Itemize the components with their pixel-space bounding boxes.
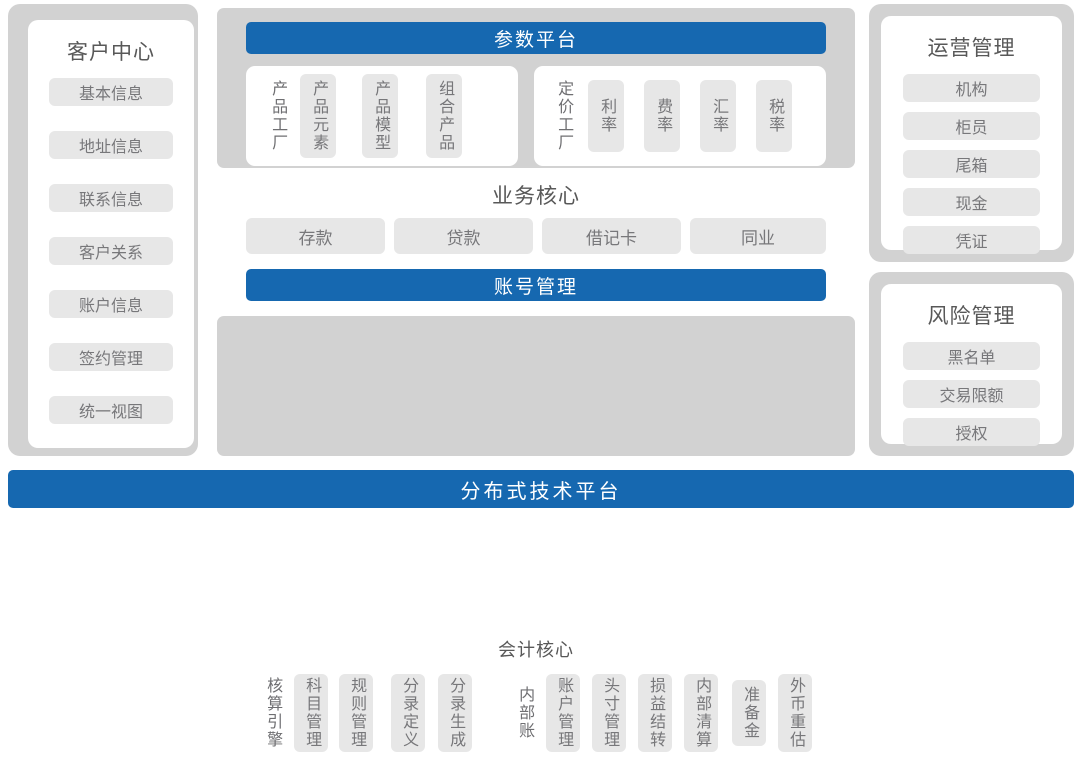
accounting-core-section: 会计核心 核算引擎 科目管理 规则管理 分录定义 分录生成 内部账 账户管理 头… xyxy=(217,316,855,758)
customer-center-card: 客户中心 基本信息 地址信息 联系信息 客户关系 账户信息 签约管理 统一视图 xyxy=(28,20,194,448)
param-chip-product-element[interactable]: 产品元素 xyxy=(300,74,336,158)
distributed-technology-platform-bar: 分布式技术平台 xyxy=(8,470,1074,508)
business-core-item-loan[interactable]: 贷款 xyxy=(394,218,533,254)
customer-center-item-4[interactable]: 账户信息 xyxy=(49,290,173,318)
risk-item-0[interactable]: 黑名单 xyxy=(903,342,1040,370)
param-chip-exchange-rate[interactable]: 汇率 xyxy=(700,80,736,152)
operations-management-frame: 运营管理 机构 柜员 尾箱 现金 凭证 xyxy=(869,4,1074,262)
acct-chip-account-mgmt[interactable]: 账户管理 xyxy=(546,674,580,752)
risk-item-1[interactable]: 交易限额 xyxy=(903,380,1040,408)
risk-item-2[interactable]: 授权 xyxy=(903,418,1040,446)
customer-center-item-1[interactable]: 地址信息 xyxy=(49,131,173,159)
acct-chip-entry-generation[interactable]: 分录生成 xyxy=(438,674,472,752)
product-factory-label: 产品工厂 xyxy=(269,80,287,152)
internal-account-label: 内部账 xyxy=(516,686,534,740)
accounting-engine-label: 核算引擎 xyxy=(264,677,282,749)
account-management-bar: 账号管理 xyxy=(246,269,826,301)
customer-center-item-5[interactable]: 签约管理 xyxy=(49,343,173,371)
risk-management-card: 风险管理 黑名单 交易限额 授权 xyxy=(881,284,1062,446)
parameter-platform-section: 参数平台 产品工厂 产品元素 产品模型 组合产品 定价工厂 利率 费率 汇率 税… xyxy=(217,8,855,168)
operations-management-card: 运营管理 机构 柜员 尾箱 现金 凭证 xyxy=(881,16,1062,254)
business-core-item-interbank[interactable]: 同业 xyxy=(690,218,826,254)
acct-chip-entry-definition[interactable]: 分录定义 xyxy=(391,674,425,752)
customer-center-title: 客户中心 xyxy=(67,41,155,64)
customer-center-item-2[interactable]: 联系信息 xyxy=(49,184,173,212)
pricing-factory-group: 定价工厂 利率 费率 汇率 税率 xyxy=(534,66,826,166)
product-factory-group: 产品工厂 产品元素 产品模型 组合产品 xyxy=(246,66,518,166)
risk-management-title: 风险管理 xyxy=(927,305,1016,328)
customer-center-item-0[interactable]: 基本信息 xyxy=(49,78,173,106)
parameter-platform-title: 参数平台 xyxy=(246,22,826,54)
customer-center-frame: 客户中心 基本信息 地址信息 联系信息 客户关系 账户信息 签约管理 统一视图 xyxy=(8,4,198,456)
architecture-diagram: 客户中心 基本信息 地址信息 联系信息 客户关系 账户信息 签约管理 统一视图 … xyxy=(8,4,1074,758)
pricing-factory-label: 定价工厂 xyxy=(555,80,573,152)
param-chip-fee-rate[interactable]: 费率 xyxy=(644,80,680,152)
operations-management-title: 运营管理 xyxy=(927,37,1016,60)
operations-item-1[interactable]: 柜员 xyxy=(903,112,1040,140)
acct-chip-reserve[interactable]: 准备金 xyxy=(732,680,766,746)
operations-item-4[interactable]: 凭证 xyxy=(903,226,1040,254)
acct-chip-position-mgmt[interactable]: 头寸管理 xyxy=(592,674,626,752)
internal-account-group: 内部账 账户管理 头寸管理 损益结转 内部清算 准备金 外币重估 xyxy=(494,668,826,758)
risk-management-frame: 风险管理 黑名单 交易限额 授权 xyxy=(869,272,1074,456)
customer-center-item-6[interactable]: 统一视图 xyxy=(49,396,173,424)
core-platform-frame: 参数平台 产品工厂 产品元素 产品模型 组合产品 定价工厂 利率 费率 汇率 税… xyxy=(217,4,855,758)
operations-item-3[interactable]: 现金 xyxy=(903,188,1040,216)
param-chip-interest-rate[interactable]: 利率 xyxy=(588,80,624,152)
acct-chip-fx-revaluation[interactable]: 外币重估 xyxy=(778,674,812,752)
acct-chip-internal-clearing[interactable]: 内部清算 xyxy=(684,674,718,752)
business-core-item-deposit[interactable]: 存款 xyxy=(246,218,385,254)
acct-chip-rule-mgmt[interactable]: 规则管理 xyxy=(339,674,373,752)
acct-chip-pl-carryover[interactable]: 损益结转 xyxy=(638,674,672,752)
operations-item-0[interactable]: 机构 xyxy=(903,74,1040,102)
param-chip-composite-product[interactable]: 组合产品 xyxy=(426,74,462,158)
accounting-engine-group: 核算引擎 科目管理 规则管理 分录定义 分录生成 xyxy=(246,668,480,758)
param-chip-product-model[interactable]: 产品模型 xyxy=(362,74,398,158)
operations-item-2[interactable]: 尾箱 xyxy=(903,150,1040,178)
acct-chip-subject-mgmt[interactable]: 科目管理 xyxy=(294,674,328,752)
business-core-item-debitcard[interactable]: 借记卡 xyxy=(542,218,681,254)
accounting-core-title: 会计核心 xyxy=(498,640,574,660)
param-chip-tax-rate[interactable]: 税率 xyxy=(756,80,792,152)
business-core-title: 业务核心 xyxy=(492,185,580,208)
customer-center-item-3[interactable]: 客户关系 xyxy=(49,237,173,265)
